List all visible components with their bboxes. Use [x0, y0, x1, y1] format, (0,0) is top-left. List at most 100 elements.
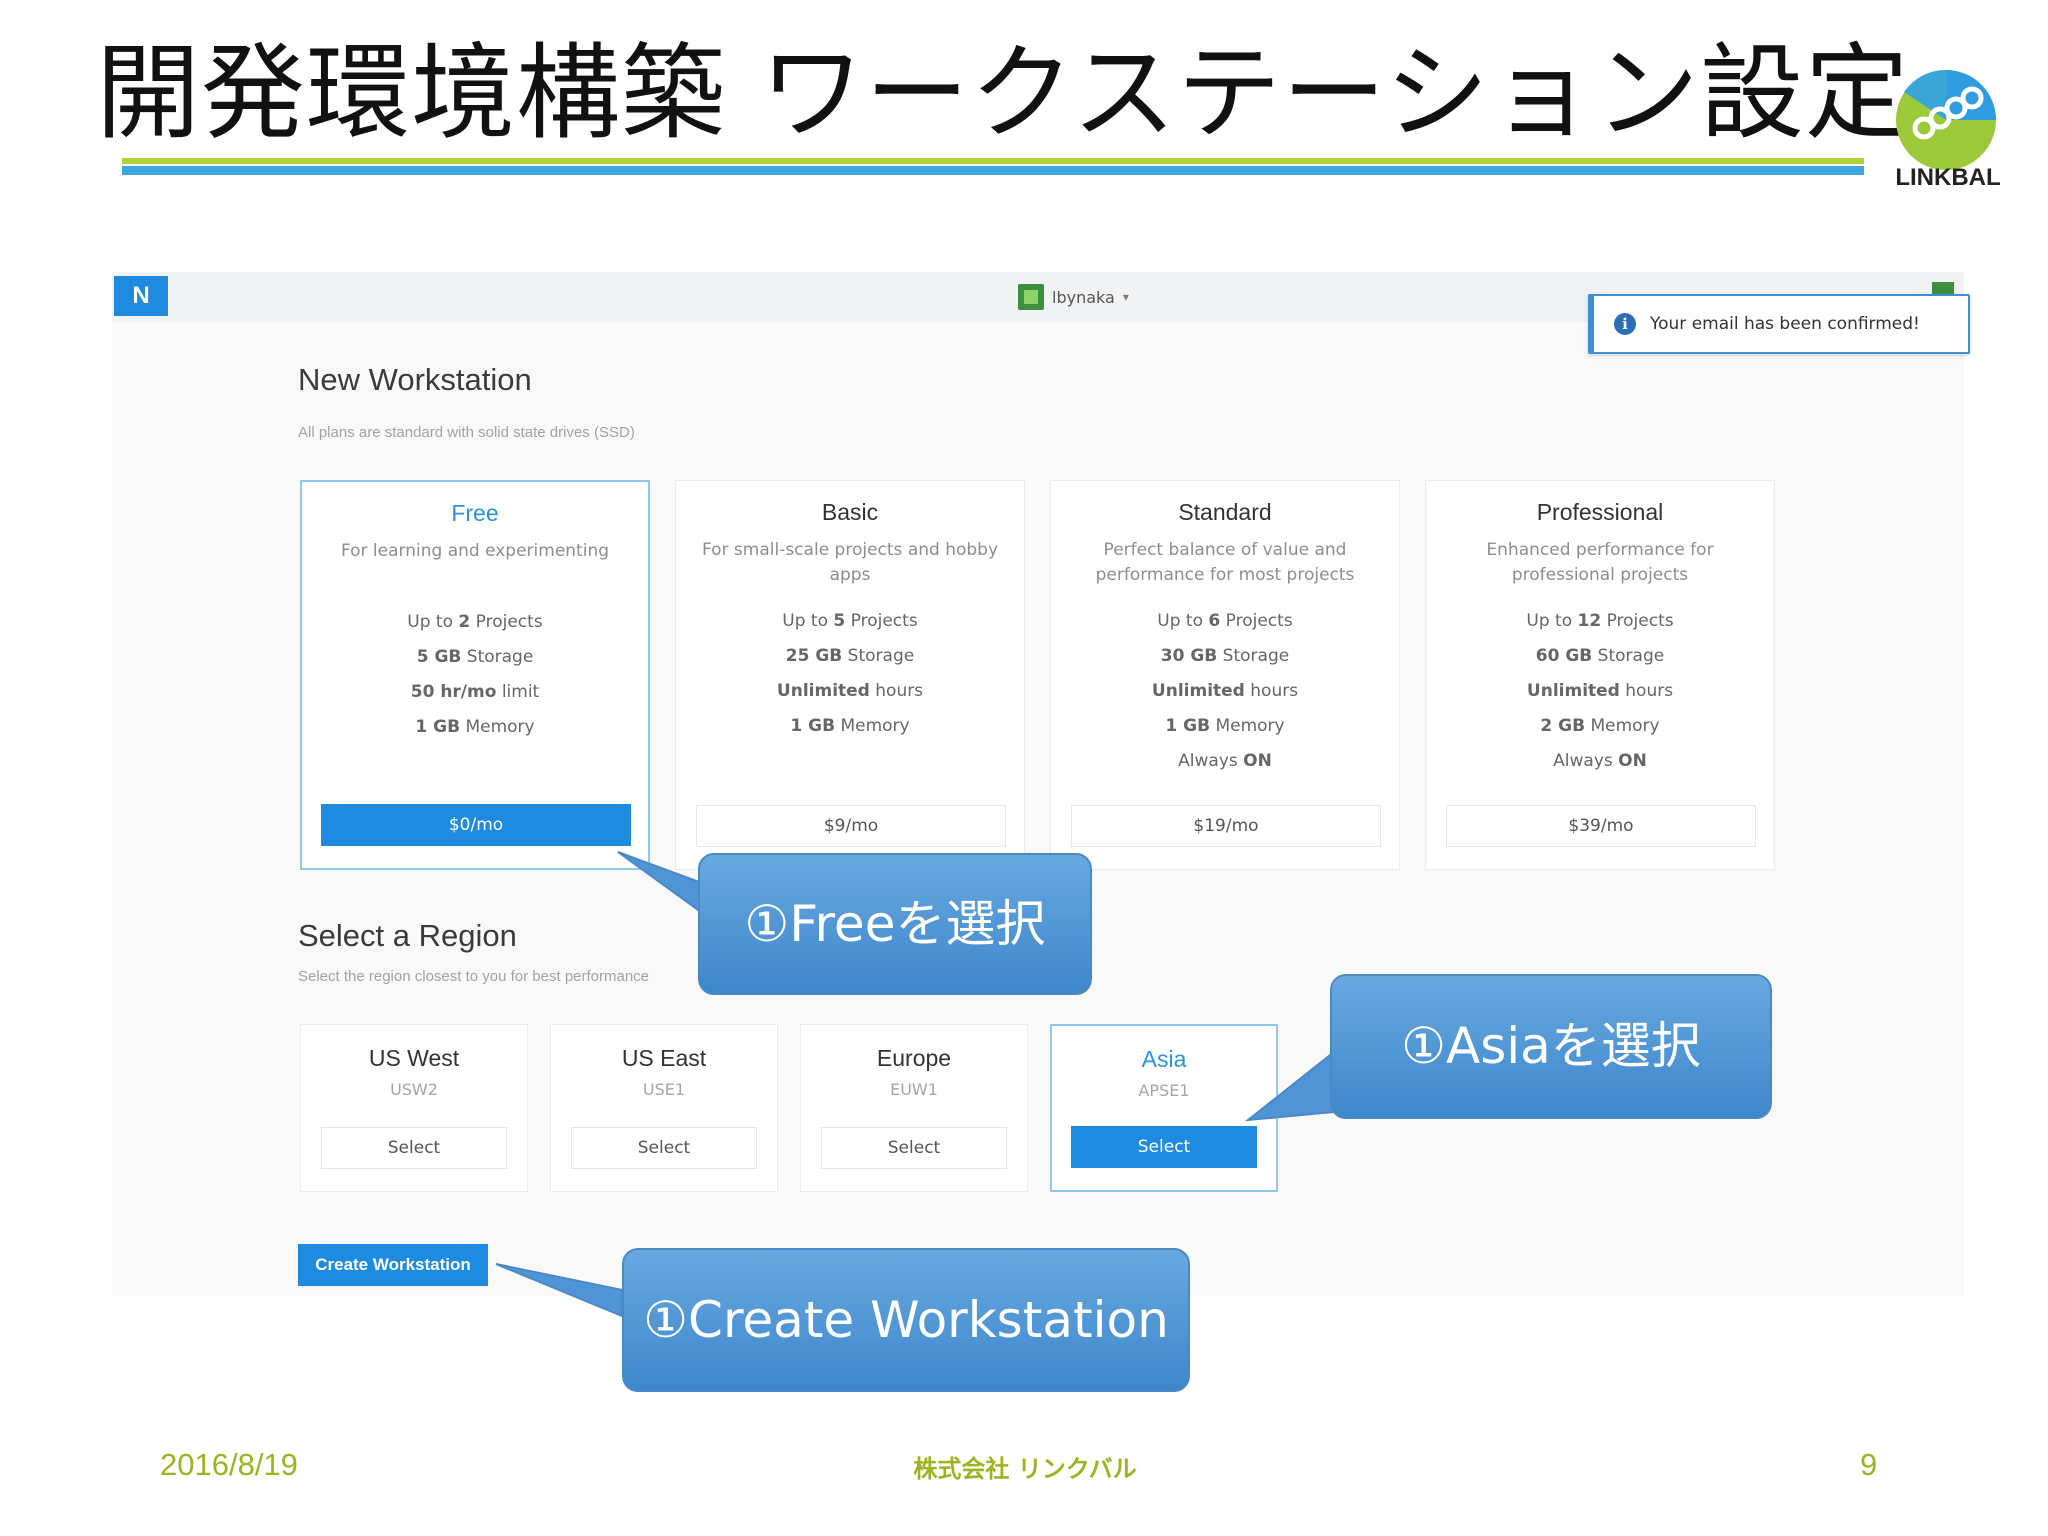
logo-text: LINKBAL [1895, 164, 2001, 191]
plan-feature-text: hours [1244, 681, 1299, 701]
plan-feature: 1 GB Memory [1051, 709, 1399, 744]
plan-feature: Unlimited hours [1051, 674, 1399, 709]
plan-feature-text: Storage [461, 647, 534, 667]
plan-description: Perfect balance of value and performance… [1095, 540, 1355, 585]
plan-feature-value: Unlimited [776, 681, 870, 701]
plan-feature-text: Storage [842, 646, 915, 666]
plan-feature-value: ON [1243, 751, 1272, 771]
plan-price-button-basic[interactable]: $9/mo [696, 805, 1006, 847]
region-select-button-asia[interactable]: Select [1071, 1126, 1257, 1168]
plan-feature-value: 1 GB [415, 717, 461, 737]
plan-feature-text: Memory [1210, 716, 1285, 736]
plan-feature-text: Memory [460, 717, 535, 737]
plan-card-standard[interactable]: Standard Perfect balance of value and pe… [1050, 480, 1400, 870]
plan-feature: Up to 5 Projects [676, 604, 1024, 639]
plan-feature: 30 GB Storage [1051, 639, 1399, 674]
plan-feature-value: 2 [458, 612, 471, 632]
region-code: USE1 [642, 1080, 686, 1099]
plan-feature-value: Unlimited [1151, 681, 1245, 701]
plan-feature-value: 25 GB [785, 646, 843, 666]
title-rule-green [122, 158, 1864, 164]
plan-feature: 50 hr/mo limit [302, 675, 648, 710]
plan-card-basic[interactable]: Basic For small-scale projects and hobby… [675, 480, 1025, 870]
plan-feature-text: Storage [1217, 646, 1290, 666]
plan-feature-value: 5 [833, 611, 846, 631]
plan-feature: Unlimited hours [676, 674, 1024, 709]
plan-price-button-professional[interactable]: $39/mo [1446, 805, 1756, 847]
plan-feature-text: Memory [835, 716, 910, 736]
plan-feature-value: 1 GB [1165, 716, 1211, 736]
user-avatar-icon [1018, 284, 1044, 310]
plan-feature-text: Always [1178, 751, 1244, 771]
region-code: EUW1 [890, 1080, 938, 1099]
plan-price-button-standard[interactable]: $19/mo [1071, 805, 1381, 847]
footer-date: 2016/8/19 [160, 1447, 298, 1482]
plan-feature-value: 50 hr/mo [410, 682, 497, 702]
plan-card-professional[interactable]: Professional Enhanced performance for pr… [1425, 480, 1775, 870]
plan-feature-value: 12 [1577, 611, 1602, 631]
callout-select-free: ①Freeを選択 [698, 853, 1092, 995]
workstation-subtitle: All plans are standard with solid state … [298, 424, 635, 441]
plan-feature-value: ON [1618, 751, 1647, 771]
footer-company: 株式会社 リンクバル [913, 1455, 1137, 1483]
plan-feature: 1 GB Memory [676, 709, 1024, 744]
app-screenshot: N lbynaka ▾ i Your email has been confir… [112, 272, 1970, 1296]
plan-feature: Always ON [1426, 744, 1774, 779]
plan-card-free[interactable]: Free For learning and experimenting Up t… [300, 480, 650, 870]
email-confirmed-toast: i Your email has been confirmed! [1588, 294, 1970, 354]
plan-feature: Up to 2 Projects [302, 605, 648, 640]
region-card-us-east[interactable]: US East USE1 Select [550, 1024, 778, 1192]
create-workstation-button[interactable]: Create Workstation [298, 1244, 488, 1286]
region-code: APSE1 [1138, 1081, 1190, 1100]
brand-logo-button[interactable]: N [114, 276, 168, 316]
region-title: Select a Region [298, 918, 517, 953]
region-card-us-west[interactable]: US West USW2 Select [300, 1024, 528, 1192]
title-rule-blue [122, 166, 1864, 175]
plan-name: Free [451, 500, 499, 526]
plan-feature-text: limit [496, 682, 540, 702]
plan-feature: 2 GB Memory [1426, 709, 1774, 744]
info-circle-icon: i [1614, 313, 1636, 335]
plan-feature: Always ON [1051, 744, 1399, 779]
plan-feature-text: Projects [1220, 611, 1293, 631]
plan-feature-text: Projects [845, 611, 918, 631]
region-name: Asia [1141, 1046, 1187, 1072]
region-card-europe[interactable]: Europe EUW1 Select [800, 1024, 1028, 1192]
region-name: US West [368, 1045, 460, 1071]
plan-feature: 1 GB Memory [302, 710, 648, 745]
workstation-title: New Workstation [298, 362, 532, 397]
user-menu[interactable]: lbynaka ▾ [1018, 282, 1129, 312]
plan-feature-value: 6 [1208, 611, 1221, 631]
plan-feature-value: Unlimited [1526, 681, 1620, 701]
slide-title: 開発環境構築 ワークステーション設定 [96, 32, 1910, 154]
region-name: US East [621, 1045, 707, 1071]
plan-description: Enhanced performance for professional pr… [1486, 540, 1714, 585]
toast-message: Your email has been confirmed! [1650, 314, 1920, 334]
plan-feature: Up to 6 Projects [1051, 604, 1399, 639]
plan-feature-text: Up to [782, 611, 834, 631]
region-select-button-europe[interactable]: Select [821, 1127, 1007, 1169]
plan-feature-text: Storage [1592, 646, 1665, 666]
plan-feature-text: Up to [407, 612, 459, 632]
plan-feature-value: 1 GB [790, 716, 836, 736]
linkbal-logo-icon [1896, 69, 1996, 170]
plan-feature-text: hours [869, 681, 924, 701]
plan-name: Professional [1536, 499, 1664, 525]
region-card-asia[interactable]: Asia APSE1 Select [1050, 1024, 1278, 1192]
plan-feature: 60 GB Storage [1426, 639, 1774, 674]
callout-select-asia: ①Asiaを選択 [1330, 974, 1772, 1119]
region-name: Europe [876, 1045, 952, 1071]
plan-feature: Up to 12 Projects [1426, 604, 1774, 639]
plan-feature-value: 5 GB [416, 647, 462, 667]
plan-name: Basic [821, 499, 879, 525]
plan-feature: Unlimited hours [1426, 674, 1774, 709]
plan-description: For learning and experimenting [340, 541, 610, 561]
region-select-button-us-west[interactable]: Select [321, 1127, 507, 1169]
region-select-button-us-east[interactable]: Select [571, 1127, 757, 1169]
plan-price-button-free[interactable]: $0/mo [321, 804, 631, 846]
user-name: lbynaka [1052, 287, 1115, 307]
plan-features: Up to 2 Projects 5 GB Storage 50 hr/mo lim… [302, 605, 648, 745]
caret-down-icon: ▾ [1122, 290, 1129, 304]
